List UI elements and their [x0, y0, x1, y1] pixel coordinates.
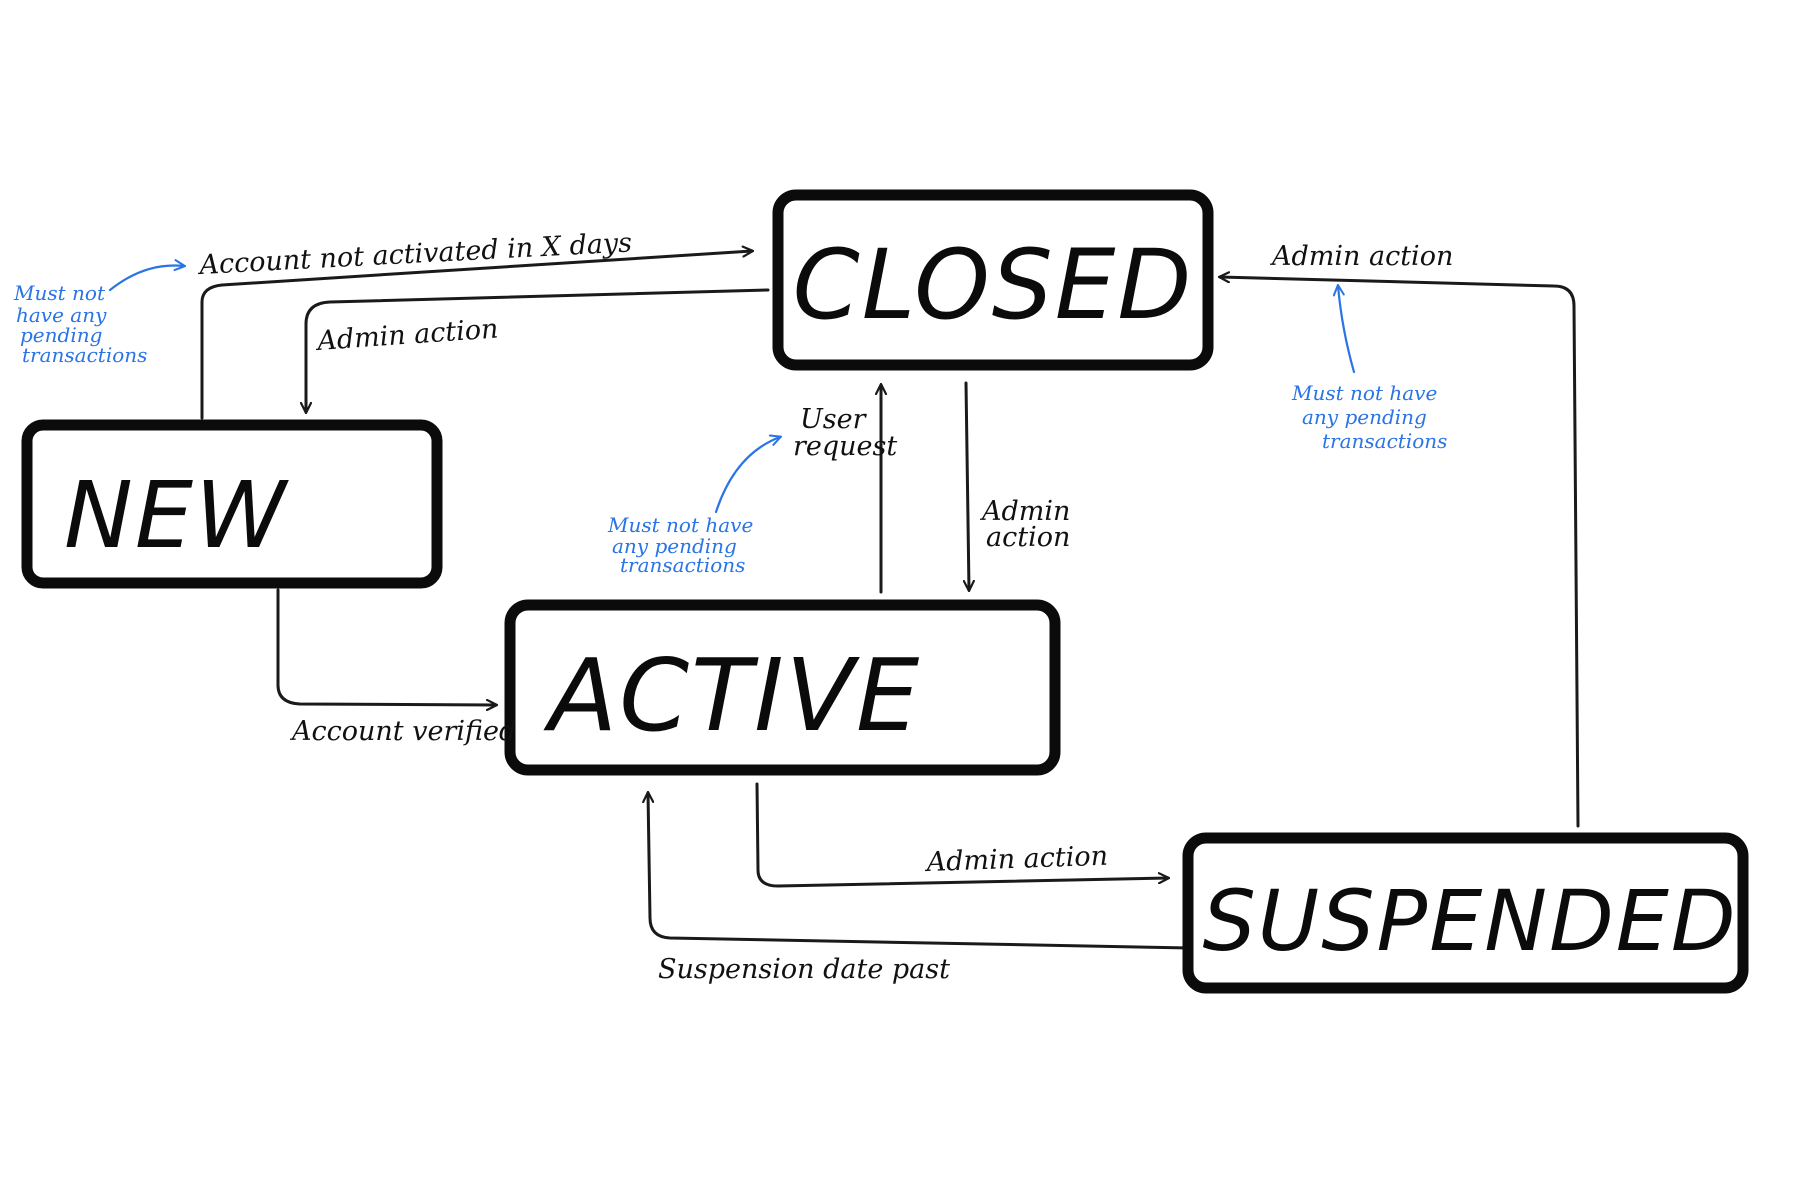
edge-label-active-to-closed: User request	[793, 404, 897, 462]
edge-label-active-to-closed-line-1: User	[800, 404, 868, 435]
state-box-active	[504, 599, 1061, 776]
state-label-suspended: SUSPENDED	[1202, 872, 1737, 970]
note-suspended-to-closed: Must not have any pending transactions	[1291, 381, 1447, 453]
note-active-to-closed-line-2: any pending	[612, 534, 737, 558]
edge-label-closed-to-active-line-1: Admin	[979, 496, 1070, 527]
note-arrow-active-to-closed	[714, 437, 780, 514]
edge-suspended-to-active	[648, 793, 1192, 950]
note-new-to-closed-line-3: pending	[20, 323, 102, 347]
edge-new-to-active	[276, 588, 496, 705]
edge-label-closed-to-active: Admin action	[979, 496, 1079, 553]
note-suspended-to-closed-line-3: transactions	[1322, 429, 1447, 453]
state-box-closed	[772, 189, 1214, 371]
state-label-active: ACTIVE	[543, 637, 921, 754]
edge-closed-to-new	[306, 288, 770, 412]
state-label-closed: CLOSED	[793, 229, 1194, 341]
edge-label-active-to-closed-line-2: request	[793, 431, 897, 462]
edge-label-suspended-to-closed: Admin action	[1269, 241, 1453, 272]
note-new-to-closed: Must not have any pending transactions	[13, 281, 147, 367]
note-arrow-suspended-to-closed	[1338, 286, 1356, 374]
state-box-new	[21, 419, 443, 589]
note-new-to-closed-line-2: have any	[16, 303, 107, 327]
note-active-to-closed: Must not have any pending transactions	[607, 513, 760, 577]
note-active-to-closed-line-3: transactions	[620, 553, 745, 577]
note-new-to-closed-line-4: transactions	[22, 343, 147, 367]
edge-label-suspended-to-active: Suspension date past	[658, 954, 950, 985]
edge-suspended-to-closed	[1220, 277, 1580, 828]
edge-closed-to-active	[966, 381, 969, 590]
state-label-new: NEW	[64, 462, 289, 569]
edge-label-new-to-active: Account verified	[289, 716, 516, 747]
edge-label-closed-to-active-line-2: action	[986, 522, 1070, 553]
edge-active-to-suspended	[755, 782, 1168, 888]
note-arrow-new-to-closed	[108, 266, 184, 292]
edge-label-active-to-suspended: Admin action	[923, 841, 1108, 878]
note-new-to-closed-line-1: Must not	[13, 281, 106, 305]
edge-label-closed-to-new: Admin action	[313, 313, 499, 357]
state-box-suspended	[1182, 832, 1749, 994]
note-suspended-to-closed-line-1: Must not have	[1291, 381, 1437, 405]
edge-new-to-closed	[200, 251, 752, 420]
note-suspended-to-closed-line-2: any pending	[1302, 405, 1427, 429]
note-active-to-closed-line-1: Must not have	[607, 513, 753, 537]
